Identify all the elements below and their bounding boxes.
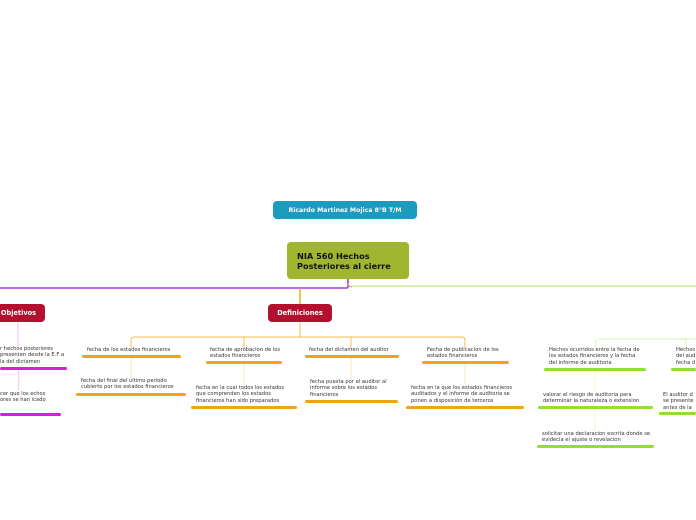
definition-term-4-underline <box>422 361 509 364</box>
connector-lines <box>0 279 696 431</box>
hechos-ocurridos-item-1[interactable]: valorar el riesgo de auditoria para dete… <box>543 392 640 405</box>
definition-text-1-underline <box>76 393 186 396</box>
hechos-ocurridos-item-1-underline <box>538 406 653 409</box>
connector-right-branches <box>347 285 696 288</box>
definition-text-3[interactable]: fecha puesta por el auditor al informe s… <box>310 379 387 398</box>
central-topic-label: NIA 560 Hechos Posteriores al cierre <box>297 250 391 271</box>
definiciones-label: Definiciones <box>277 309 323 317</box>
hechos-partial-item[interactable]: El auditor d se presente antes de la <box>663 392 694 411</box>
definition-term-2-underline <box>206 361 282 364</box>
objetivos-label: Objetivos <box>0 309 37 317</box>
definition-text-1[interactable]: fecha del final del ultimo periodo cubie… <box>81 378 174 391</box>
hechos-ocurridos-item-2[interactable]: solicitar una declaracion escrita donde … <box>542 431 651 444</box>
objetivo-item-2[interactable]: cer que los echos ores se han icado <box>0 391 46 404</box>
hechos-partial-label[interactable]: Hechos del aud fecha d <box>676 347 696 366</box>
hechos-partial-underline <box>671 368 696 371</box>
definition-text-2[interactable]: fecha en la cual todos los estados que c… <box>196 385 285 404</box>
connector-definiciones-horizontal <box>130 336 466 348</box>
objetivo-item-2-underline <box>0 413 61 416</box>
definition-term-3[interactable]: fecha del dictamen del auditor <box>309 347 389 353</box>
definition-term-3-underline <box>305 355 399 358</box>
definiciones-node[interactable]: Definiciones <box>268 304 332 322</box>
definition-term-1-underline <box>82 355 181 358</box>
definition-term-1[interactable]: fecha de los estados financieros <box>87 347 171 353</box>
author-node[interactable]: Ricardo Martinez Mojica 8°B T/M <box>273 201 417 219</box>
author-label: Ricardo Martinez Mojica 8°B T/M <box>288 206 402 214</box>
hechos-ocurridos-item-2-underline <box>537 445 654 448</box>
connector-central-stub <box>347 282 353 288</box>
objetivo-item-1[interactable]: r hechos posteriores presenten desde la … <box>0 346 65 365</box>
connector-hechos <box>595 338 696 348</box>
definition-term-2[interactable]: fecha de aprobacion de los estados finan… <box>210 347 281 360</box>
definition-text-3-underline <box>305 400 398 403</box>
hechos-ocurridos-label[interactable]: Hechos ocurridos entre la fecha de los e… <box>549 347 640 366</box>
hechos-ocurridos-underline <box>544 368 646 371</box>
connector-objetivos <box>0 279 349 289</box>
connector-objetivos-item-2 <box>17 369 20 391</box>
definition-text-4[interactable]: fecha en la que los estados financieros … <box>411 385 513 404</box>
central-topic-node[interactable]: NIA 560 Hechos Posteriores al cierre <box>287 242 409 279</box>
definition-text-2-underline <box>191 406 297 409</box>
definition-term-4[interactable]: Fecha de publicación de los estados fina… <box>427 347 499 360</box>
objetivo-item-1-underline <box>0 367 67 370</box>
hechos-partial-item-underline <box>659 412 696 415</box>
objetivos-node[interactable]: Objetivos <box>0 304 45 322</box>
definition-text-4-underline <box>406 406 524 409</box>
